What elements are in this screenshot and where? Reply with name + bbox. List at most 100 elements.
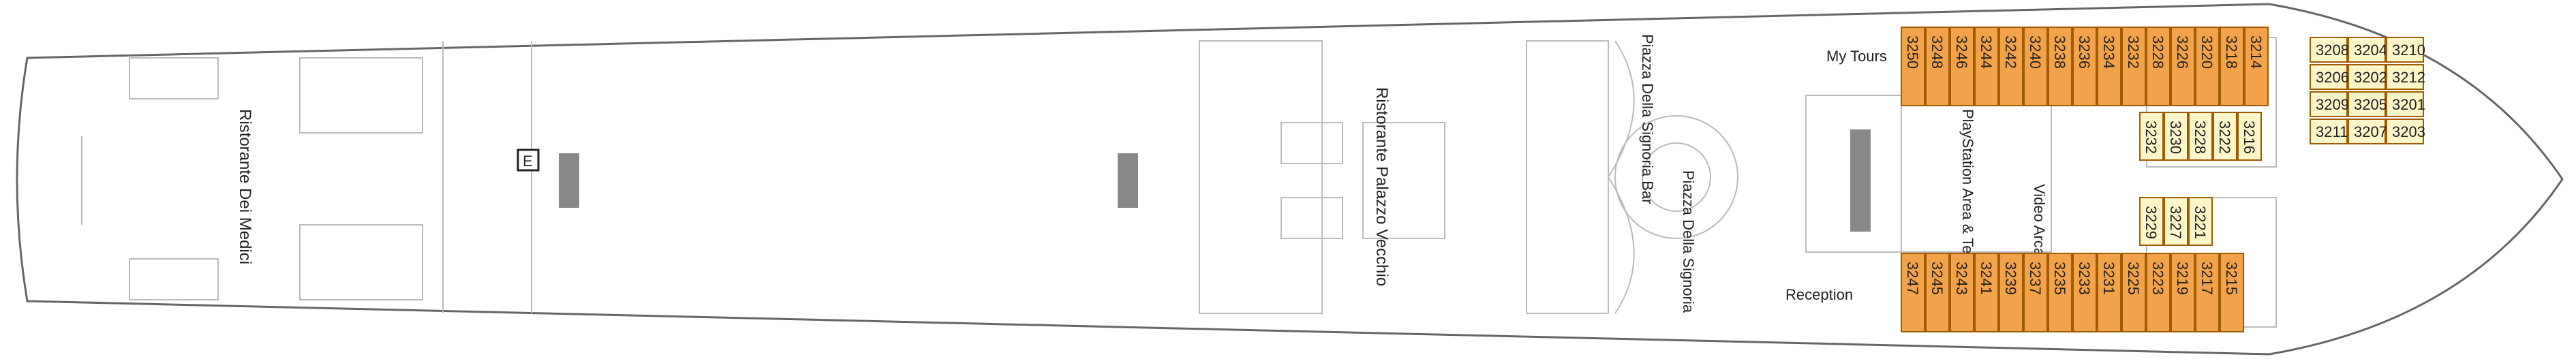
cabin-3219[interactable]: 3219 [2171,253,2195,332]
cabin-3241[interactable]: 3241 [1974,253,1999,332]
cabin-box [1999,253,2023,332]
cabin-3240[interactable]: 3240 [2023,27,2048,106]
cabin-number: 3242 [2002,35,2019,69]
venue-label-vecchio: Ristorante Palazzo Vecchio [1373,87,1391,286]
cabin-3217[interactable]: 3217 [2195,253,2220,332]
cabin-number: 3220 [2198,35,2215,69]
cabin-3221[interactable]: 3221 [2188,197,2213,246]
cabin-box [2164,112,2188,161]
cabin-3209[interactable]: 3209 [2310,91,2349,117]
cabin-box [1974,27,1999,106]
cabin-3248[interactable]: 3248 [1925,27,1950,106]
cabin-3238[interactable]: 3238 [2048,27,2072,106]
cabin-3232[interactable]: 3232 [2121,27,2146,106]
cabin-3229[interactable]: 3229 [2139,197,2164,246]
cabin-3228[interactable]: 3228 [2188,112,2213,161]
cabin-3205[interactable]: 3205 [2348,91,2387,117]
cabin-3220[interactable]: 3220 [2195,27,2220,106]
cabin-number: 3247 [1904,262,1921,295]
cabin-3242[interactable]: 3242 [1999,27,2023,106]
cabin-3228[interactable]: 3228 [2146,27,2171,106]
cabin-3235[interactable]: 3235 [2048,253,2072,332]
cabin-3204[interactable]: 3204 [2348,37,2387,63]
cabin-number: 3216 [2241,121,2258,154]
cabin-box [2213,112,2237,161]
cabin-3230[interactable]: 3230 [2164,112,2188,161]
cabin-box [2348,37,2386,63]
cabin-number: 3250 [1904,35,1921,69]
cabin-number: 3243 [1953,262,1970,295]
cabin-box [2023,27,2048,106]
cabin-box [2386,37,2424,63]
cabin-3233[interactable]: 3233 [2072,253,2097,332]
cabin-3202[interactable]: 3202 [2348,64,2387,90]
cabin-number: 3207 [2354,123,2387,140]
cabin-number: 3204 [2354,42,2387,59]
cabin-box [2121,27,2146,106]
cabin-3215[interactable]: 3215 [2220,253,2244,332]
cabin-number: 3223 [2149,262,2166,295]
cabin-3218[interactable]: 3218 [2220,27,2244,106]
cabin-3206[interactable]: 3206 [2310,64,2349,90]
cabin-3214[interactable]: 3214 [2244,27,2269,106]
cabin-3210[interactable]: 3210 [2386,37,2425,63]
cabin-3250[interactable]: 3250 [1901,27,1925,106]
cabin-number: 3238 [2051,35,2068,69]
cabin-box [1974,253,1999,332]
cabin-number: 3205 [2354,96,2387,113]
cabin-number: 3232 [2143,121,2160,154]
cabin-3216[interactable]: 3216 [2237,112,2262,161]
venue-label-reception: Reception [1785,286,1853,303]
cabin-3232[interactable]: 3232 [2139,112,2164,161]
cabin-3231[interactable]: 3231 [2097,253,2121,332]
cabin-number: 3230 [2167,121,2184,154]
venue-label-piazza-bar: Piazza Della Signoria Bar [1639,34,1656,204]
venue-label-piazza: Piazza Della Signoria [1680,170,1697,313]
cabin-number: 3236 [2076,35,2093,69]
cabin-3243[interactable]: 3243 [1950,253,1974,332]
cabin-box [1901,253,1925,332]
cabin-number: 3219 [2174,262,2191,295]
cabin-3222[interactable]: 3222 [2213,112,2237,161]
structure-lines [81,37,2277,328]
elevator-icon: E [517,149,540,172]
cabin-3223[interactable]: 3223 [2146,253,2171,332]
cabin-number: 3229 [2143,206,2160,239]
cabin-3239[interactable]: 3239 [1999,253,2023,332]
cabin-box [2195,27,2220,106]
cabin-3246[interactable]: 3246 [1950,27,1974,106]
cabin-box [2348,64,2386,90]
cabin-box [2146,253,2171,332]
cabin-3208[interactable]: 3208 [2310,37,2349,63]
cabin-3207[interactable]: 3207 [2348,119,2387,144]
cabin-number: 3201 [2392,96,2425,113]
cabin-number: 3212 [2392,69,2425,86]
cabin-number: 3209 [2316,96,2349,113]
cabin-3244[interactable]: 3244 [1974,27,1999,106]
cabin-3226[interactable]: 3226 [2171,27,2195,106]
cabin-box [2386,64,2424,90]
cabin-3203[interactable]: 3203 [2386,119,2425,144]
cabin-3234[interactable]: 3234 [2097,27,2121,106]
cabin-number: 3210 [2392,42,2425,59]
cabin-3247[interactable]: 3247 [1901,253,1925,332]
cabin-number: 3222 [2216,121,2233,154]
cabin-3201[interactable]: 3201 [2386,91,2425,117]
cabin-3212[interactable]: 3212 [2386,64,2425,90]
cabin-box [1999,27,2023,106]
cabin-3236[interactable]: 3236 [2072,27,2097,106]
cabin-number: 3244 [1978,35,1995,69]
cabin-box [2386,119,2424,144]
cabin-number: 3232 [2125,35,2142,69]
cabin-box [2220,253,2244,332]
cabin-box [2171,253,2195,332]
cabin-3227[interactable]: 3227 [2164,197,2188,246]
cabin-3225[interactable]: 3225 [2121,253,2146,332]
cabin-3211[interactable]: 3211 [2310,119,2348,144]
cabin-box [2146,27,2171,106]
cabin-3237[interactable]: 3237 [2023,253,2048,332]
cabin-3245[interactable]: 3245 [1925,253,1950,332]
